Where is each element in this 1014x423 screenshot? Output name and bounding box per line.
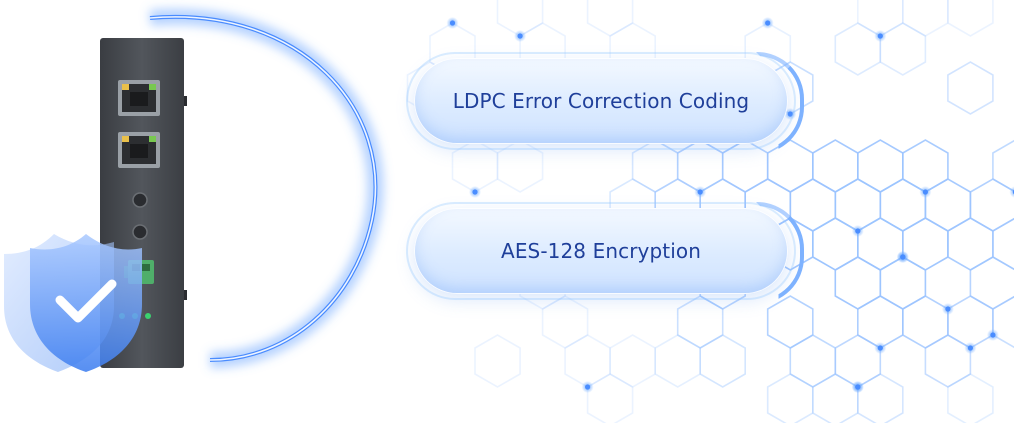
network-hexagon — [857, 0, 904, 37]
network-hexagon — [879, 22, 927, 76]
network-hexagon — [766, 295, 814, 349]
ethernet-port-icon — [118, 132, 160, 168]
network-hexagon — [947, 373, 994, 423]
network-hexagon — [812, 373, 859, 423]
reset-button-icon — [132, 192, 148, 208]
network-hexagon — [902, 139, 949, 193]
network-hexagon — [631, 139, 679, 193]
network-hexagon — [766, 373, 814, 423]
feature-label: LDPC Error Correction Coding — [452, 89, 750, 113]
network-node — [697, 189, 703, 195]
network-hexagon — [676, 295, 724, 349]
network-hexagon — [474, 334, 521, 388]
network-hexagon — [902, 0, 949, 37]
network-hexagon — [857, 139, 904, 193]
network-hexagon — [541, 295, 589, 349]
network-hexagon — [812, 139, 859, 193]
network-hexagon — [902, 217, 949, 271]
network-hexagon — [586, 373, 634, 423]
network-node — [585, 384, 591, 390]
network-hexagon — [834, 334, 882, 388]
ethernet-port-icon — [118, 80, 160, 116]
network-hexagon — [834, 256, 882, 310]
network-node — [787, 111, 793, 117]
network-hexagon — [789, 334, 837, 388]
network-hexagon — [654, 334, 701, 388]
network-hexagon — [496, 139, 544, 193]
network-hexagon — [676, 139, 724, 193]
network-node — [855, 384, 861, 390]
shield-check-icon — [4, 234, 142, 372]
network-node — [449, 20, 456, 26]
network-hexagon — [857, 373, 904, 423]
network-node — [472, 189, 478, 195]
network-node — [877, 345, 883, 351]
network-node — [765, 20, 771, 26]
network-hexagon — [902, 295, 949, 349]
network-hexagon — [947, 61, 994, 115]
network-hexagon — [947, 295, 994, 349]
network-hexagon — [699, 334, 746, 388]
network-hexagon — [812, 217, 859, 271]
network-hexagon — [564, 334, 611, 388]
status-led-icon — [145, 313, 151, 319]
network-node — [877, 33, 883, 39]
network-node — [967, 345, 974, 351]
network-hexagon — [834, 178, 882, 232]
network-hexagon — [586, 0, 634, 37]
network-hexagon — [879, 178, 927, 232]
network-hexagon — [789, 178, 837, 232]
network-node — [990, 332, 996, 338]
network-node — [945, 306, 951, 312]
network-hexagon — [857, 217, 904, 271]
network-hexagon — [609, 334, 656, 388]
feature-label: AES-128 Encryption — [501, 239, 701, 263]
network-hexagon — [721, 139, 769, 193]
network-hexagon — [766, 139, 814, 193]
network-hexagon — [924, 178, 972, 232]
network-node — [900, 254, 906, 260]
network-node — [855, 228, 861, 234]
network-node — [922, 189, 929, 195]
network-hexagon — [857, 295, 904, 349]
network-hexagon — [879, 256, 927, 310]
reset-button-icon — [132, 224, 148, 240]
network-hexagon — [947, 217, 994, 271]
network-hexagon — [451, 139, 499, 193]
glow-arc — [149, 8, 384, 368]
router-device-illustration — [4, 8, 384, 372]
feature-pill-ldpc: LDPC Error Correction Coding — [406, 52, 796, 150]
network-node-glow — [1009, 186, 1014, 198]
feature-pill-aes: AES-128 Encryption — [406, 202, 796, 300]
network-hexagon — [496, 0, 544, 37]
network-hexagon — [992, 295, 1014, 349]
network-node — [517, 33, 523, 39]
network-hexagon — [834, 22, 882, 76]
network-hexagon — [947, 0, 994, 37]
network-hexagon — [924, 334, 972, 388]
